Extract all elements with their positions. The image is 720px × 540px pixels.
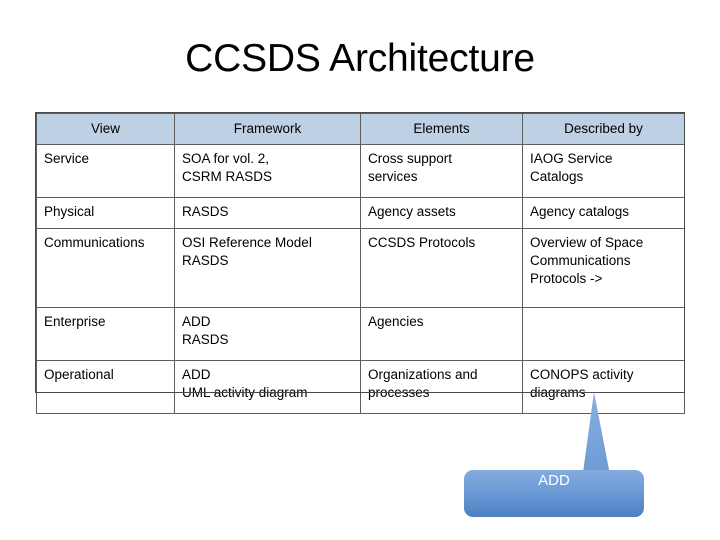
cell-described-by [522, 307, 685, 361]
cell-described-by: IAOG Service Catalogs [522, 144, 685, 198]
column-header-elements: Elements [360, 113, 523, 145]
cell-text-line: CCSDS Protocols [368, 235, 476, 250]
table-row: Service SOA for vol. 2, CSRM RASDS Cross… [36, 144, 685, 198]
cell-text-line: ADD [182, 367, 211, 382]
table-row: Operational ADD UML activity diagram Org… [36, 360, 685, 414]
cell-text-line: Protocols -> [530, 271, 603, 286]
cell-text-line: Overview of Space [530, 235, 644, 250]
cell-framework: ADD RASDS [174, 307, 361, 361]
architecture-table: View Framework Elements Described by Ser… [36, 113, 685, 414]
cell-view: Service [36, 144, 175, 198]
cell-text-line: RASDS [182, 332, 229, 347]
cell-text-line: Agency assets [368, 204, 456, 219]
callout-pointer [582, 392, 611, 480]
cell-described-by: Agency catalogs [522, 197, 685, 229]
cell-view: Enterprise [36, 307, 175, 361]
cell-framework: RASDS [174, 197, 361, 229]
cell-text-line: UML activity diagram [182, 385, 308, 400]
cell-text-line: OSI Reference Model [182, 235, 312, 250]
cell-elements: CCSDS Protocols [360, 228, 523, 308]
cell-text-line: IAOG Service [530, 151, 613, 166]
cell-elements: Cross support services [360, 144, 523, 198]
cell-described-by: Overview of Space Communications Protoco… [522, 228, 685, 308]
cell-text-line: Catalogs [530, 169, 584, 184]
cell-elements: Agencies [360, 307, 523, 361]
callout-body [464, 470, 644, 517]
table-row: Physical RASDS Agency assets Agency cata… [36, 197, 685, 229]
cell-text-line: ADD [182, 314, 211, 329]
table-header-row: View Framework Elements Described by [36, 113, 685, 145]
cell-view: Physical [36, 197, 175, 229]
cell-text-line: RASDS [182, 204, 229, 219]
cell-text-line: Organizations and [368, 367, 478, 382]
add-callout[interactable]: ADD [455, 388, 655, 528]
table-row: Communications OSI Reference Model RASDS… [36, 228, 685, 308]
cell-framework: ADD UML activity diagram [174, 360, 361, 414]
cell-text-line: services [368, 169, 418, 184]
cell-framework: OSI Reference Model RASDS [174, 228, 361, 308]
cell-text-line: Communications [530, 253, 631, 268]
column-header-described-by: Described by [522, 113, 685, 145]
cell-text-line: Agencies [368, 314, 424, 329]
column-header-view: View [36, 113, 175, 145]
cell-text-line: CONOPS activity [530, 367, 634, 382]
cell-framework: SOA for vol. 2, CSRM RASDS [174, 144, 361, 198]
cell-view: Communications [36, 228, 175, 308]
table-row: Enterprise ADD RASDS Agencies [36, 307, 685, 361]
cell-view: Operational [36, 360, 175, 414]
column-header-framework: Framework [174, 113, 361, 145]
cell-text-line: SOA for vol. 2, [182, 151, 270, 166]
cell-text-line: CSRM RASDS [182, 169, 273, 184]
cell-text-line: Cross support [368, 151, 453, 166]
cell-elements: Organizations and processes [360, 360, 523, 414]
cell-described-by: CONOPS activity diagrams [522, 360, 685, 414]
page-title: CCSDS Architecture [185, 37, 535, 80]
cell-text-line: RASDS [182, 253, 229, 268]
cell-elements: Agency assets [360, 197, 523, 229]
cell-text-line: Agency catalogs [530, 204, 630, 219]
